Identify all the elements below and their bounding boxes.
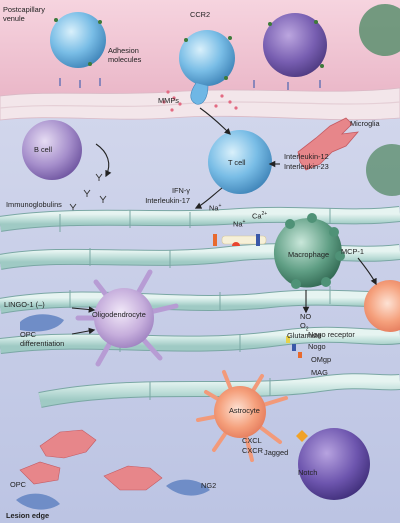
- ng2-label: NG2: [201, 481, 217, 490]
- purple-lymphocyte-cell: [263, 13, 327, 77]
- no-label: NO: [300, 312, 312, 321]
- right-astrocyte: [364, 280, 400, 332]
- microglia-lower-3: [19, 461, 61, 485]
- ca-channel: [256, 234, 260, 246]
- il23-label: Interleukin-23: [284, 162, 329, 171]
- ccr2-cell: [179, 30, 235, 86]
- ifn-gamma-label: IFN-γ: [171, 186, 190, 195]
- astrocyte: [196, 370, 288, 462]
- ca-2plus-label: Ca2+: [252, 211, 268, 221]
- opc-cell-bottom: [16, 493, 60, 510]
- macrophage-label: Macrophage: [288, 250, 330, 259]
- arrows: [71, 107, 377, 335]
- nogo-label: Nogo: [308, 342, 326, 351]
- nogo-receptor-label: Nogo receptor: [308, 330, 355, 339]
- opc-differentiation-label: OPC differentiation: [20, 330, 65, 348]
- microglia-cell: [297, 117, 359, 171]
- purple-lower-cell: [298, 428, 370, 500]
- il12-label: Interleukin-12: [284, 152, 329, 161]
- oligodendrocyte: [75, 269, 179, 367]
- lumen-lymphocytes: [50, 4, 400, 105]
- t-cell: [208, 130, 272, 194]
- immunoglobulins-label: Immunoglobulins: [6, 200, 62, 209]
- jagged-mark: [296, 430, 308, 442]
- t-cell-label: T cell: [228, 158, 246, 167]
- edge-cell: [359, 4, 400, 56]
- opc-label: OPC: [10, 480, 27, 489]
- macrophage-bumps: [285, 213, 345, 289]
- na-channel-2: [232, 242, 240, 246]
- omgp-label: OMgp: [311, 355, 332, 364]
- adhesion-molecule-marks: [59, 78, 321, 90]
- lingo1-label: LINGO-1 (–): [4, 300, 45, 309]
- macrophage-cell: [273, 218, 342, 288]
- ccr2-label: CCR2: [190, 10, 211, 19]
- lesion-edge-label: Lesion edge: [6, 511, 50, 520]
- extravasating-cell-protrusion: [190, 82, 209, 105]
- right-edge-cell: [366, 144, 400, 196]
- nogo-mark: [292, 344, 296, 351]
- myelinated-axons: [0, 206, 400, 408]
- demyelinated-segment: [221, 235, 267, 245]
- na-channel-1: [213, 234, 217, 246]
- ng2-cell: [166, 479, 210, 496]
- postcapillary-venule-label: Postcapillary venule: [3, 5, 45, 23]
- microglia-label: Microglia: [350, 119, 380, 128]
- oligodendrocyte-label: Oligodendrocyte: [92, 310, 146, 319]
- microglia-lower-1: [39, 429, 97, 459]
- b-cell: [22, 120, 82, 180]
- cxcl-label: CXCL: [242, 436, 262, 445]
- bcell-to-ig-arrow: [95, 143, 112, 178]
- mmp-dots: [162, 90, 238, 112]
- il17-label: Interleukin-17: [145, 196, 190, 205]
- oligodendrocyte-body: [94, 288, 154, 348]
- lingo-to-oligo-arrow: [71, 306, 96, 313]
- opc-diff-arrow: [71, 327, 96, 335]
- mcp1-arrow: [357, 257, 377, 286]
- astrocyte-body: [214, 386, 266, 438]
- adhesion-molecules-label: Adhesion molecules: [108, 46, 142, 64]
- jagged-label: Jagged: [264, 448, 289, 457]
- mcp1-label: MCP-1: [341, 247, 364, 256]
- microglia-lower-2: [103, 465, 163, 491]
- notch-label: Notch: [298, 468, 318, 477]
- na-plus-2-label: Na+: [233, 219, 246, 229]
- mmp-to-tcell-arrow: [199, 107, 231, 135]
- lymphocyte-cell: [50, 12, 106, 68]
- nogo-receptor-mark: [286, 336, 290, 343]
- opc-diff-cell: [20, 314, 64, 332]
- astrocyte-label: Astrocyte: [229, 406, 260, 415]
- glutamate-label: Glutamate: [287, 331, 322, 340]
- mag-label: MAG: [311, 368, 328, 377]
- tcell-to-ifn-arrow: [194, 187, 223, 209]
- b-cell-label: B cell: [34, 145, 53, 154]
- mmps-label: MMPs: [158, 96, 179, 105]
- o2-label: O2: [300, 321, 309, 333]
- cxcr-label: CXCR: [242, 446, 263, 455]
- na-plus-label: Na+: [209, 203, 222, 213]
- omgp-mark: [298, 352, 302, 358]
- adhesion-dots: [54, 18, 324, 80]
